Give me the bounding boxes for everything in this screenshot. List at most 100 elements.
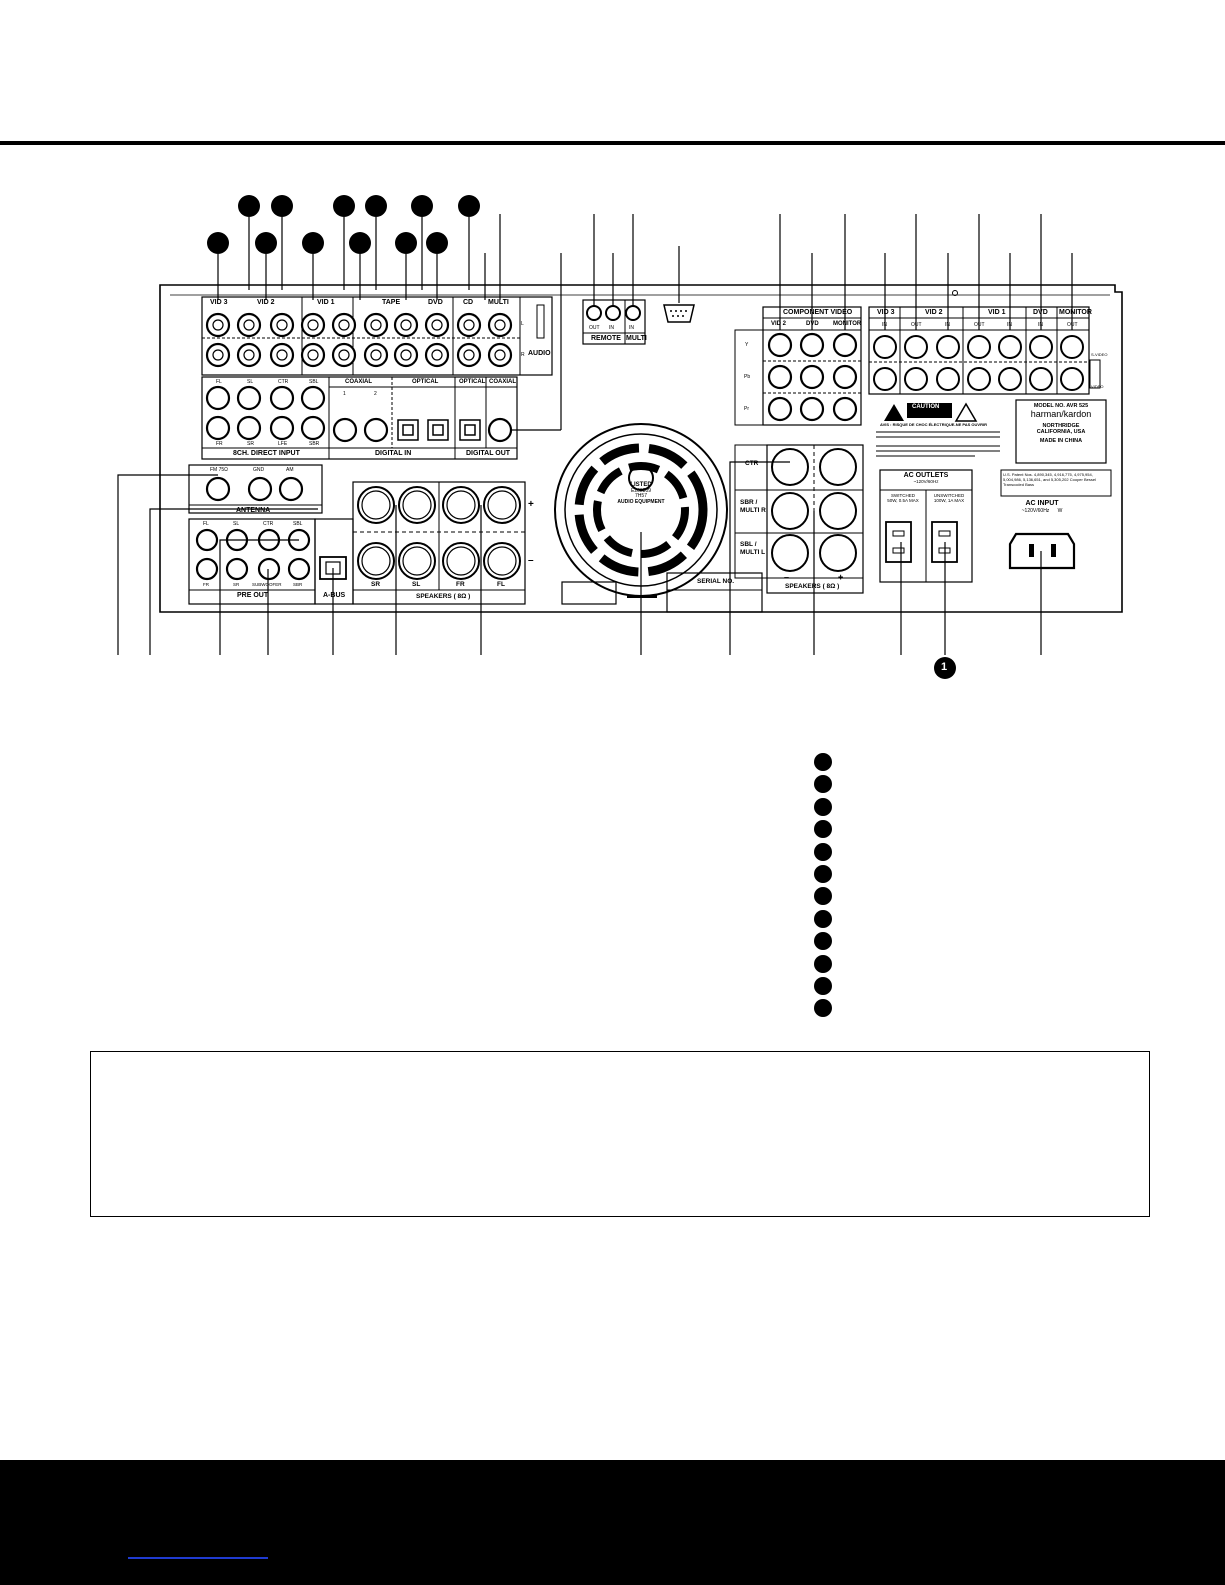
- video-io-0: IN: [882, 322, 887, 328]
- antenna-am: AM: [286, 467, 294, 473]
- preout-sbr: SBR: [293, 582, 303, 587]
- cv-pb: Pb: [744, 374, 751, 380]
- model-plate: MODEL NO. AVR 525 harman/kardon NORTHRID…: [1016, 403, 1106, 445]
- callout-legend: [814, 753, 832, 1022]
- callout-markers-top: [207, 195, 480, 254]
- video-io-5: IN: [1038, 322, 1043, 328]
- l-label: L: [521, 321, 524, 327]
- spk-sr: SR: [371, 581, 381, 588]
- svideo-label: S-VIDEO: [1091, 352, 1108, 357]
- video-monitor: MONITOR: [1059, 309, 1092, 316]
- spk-fr: FR: [456, 581, 465, 588]
- preout-subwoofer: SUBWOOFER: [252, 582, 282, 587]
- direct-sl: SL: [247, 379, 254, 385]
- video-dvd: DVD: [1033, 309, 1048, 316]
- remote-title: REMOTE: [591, 335, 621, 342]
- footer-link[interactable]: [128, 1557, 268, 1559]
- antenna-fm: FM 75Ω: [210, 467, 228, 473]
- preout-sr: SR: [233, 582, 240, 587]
- direct-fl: FL: [216, 379, 222, 385]
- ul-sub: 7H57: [635, 493, 647, 500]
- unswitched-text: UNSWITCHED: [933, 493, 965, 498]
- direct-sr: SR: [247, 441, 254, 447]
- audio-label-vid2: VID 2: [257, 299, 275, 306]
- callout-one: 1: [941, 661, 948, 673]
- remote-out: OUT: [589, 325, 600, 331]
- digital-in-title: DIGITAL IN: [375, 450, 412, 457]
- video-label: VIDEO: [1091, 384, 1104, 389]
- ac-input-title: AC INPUT: [1025, 500, 1059, 507]
- video-vid2: VID 2: [925, 309, 943, 316]
- video-io-1: OUT: [911, 322, 922, 328]
- legend-marker: [814, 999, 832, 1018]
- legend-marker: [814, 820, 832, 839]
- legend-marker: [814, 842, 832, 861]
- digital-in-coaxial: COAXIAL: [345, 379, 372, 385]
- switched-label: SWITCHED 50W, 0.5A MAX: [880, 493, 926, 504]
- model-made: MADE IN CHINA: [1039, 438, 1083, 445]
- note-box: [90, 1051, 1150, 1217]
- direct-sbl: SBL: [309, 379, 319, 385]
- legend-marker: [814, 887, 832, 906]
- video-io-2: IN: [945, 322, 950, 328]
- cv-vid2: VID 2: [771, 321, 787, 327]
- ac-outlets-header: AC OUTLETS ~120V/60Hz: [880, 472, 972, 485]
- cv-y: Y: [745, 342, 749, 348]
- coax-2: 2: [374, 391, 377, 397]
- spk-plus: +: [528, 499, 534, 510]
- switched-spec: 50W, 0.5A MAX: [887, 498, 919, 504]
- ul-num: E208809: [630, 487, 652, 494]
- legend-marker: [814, 909, 832, 928]
- unswitched-label: UNSWITCHED 100W, 1A MAX: [926, 493, 972, 504]
- spk-sbr: SBR / MULTI R: [740, 499, 766, 514]
- cv-pr: Pr: [744, 406, 749, 412]
- direct-input-title: 8CH. DIRECT INPUT: [233, 450, 300, 457]
- unswitched-spec: 100W, 1A MAX: [933, 498, 965, 504]
- audio-label-multi: MULTI: [488, 299, 509, 306]
- leader-lines-top: [217, 214, 1073, 431]
- caution-avis: AVIS : RISQUE DE CHOC ÉLECTRIQUE-NE PAS …: [880, 422, 987, 427]
- direct-ctr: CTR: [278, 379, 289, 385]
- antenna-title: ANTENNA: [236, 507, 271, 514]
- direct-sbr: SBR: [309, 441, 320, 447]
- coax-1: 1: [343, 391, 346, 397]
- legend-marker: [814, 864, 832, 883]
- preout-fr: FR: [203, 582, 209, 587]
- preout-title: PRE OUT: [237, 592, 269, 599]
- preout-ctr: CTR: [263, 521, 274, 527]
- legend-marker: [814, 753, 832, 771]
- digital-out-title: DIGITAL OUT: [466, 450, 511, 457]
- legend-marker: [814, 775, 832, 794]
- spk-minus: –: [528, 555, 534, 566]
- model-no: MODEL NO. AVR 525: [1033, 403, 1089, 409]
- direct-lfe: LFE: [278, 441, 288, 447]
- audio-group-labels: VID 3 VID 2 VID 1 TAPE DVD CD MULTI: [202, 299, 520, 309]
- footer-bar: [0, 1460, 1225, 1585]
- video-io-6: OUT: [1067, 322, 1078, 328]
- legend-marker: [814, 932, 832, 951]
- ul-listed: LISTED: [630, 482, 652, 488]
- digital-in-optical: OPTICAL: [412, 379, 439, 385]
- video-io-3: OUT: [974, 322, 985, 328]
- brand-logo: harman/kardon: [1030, 409, 1092, 420]
- cv-dvd: DVD: [806, 321, 819, 327]
- legend-marker: [814, 954, 832, 973]
- cv-monitor: MONITOR: [833, 321, 862, 327]
- component-video-title: COMPONENT VIDEO: [783, 309, 853, 316]
- multi-in: IN: [629, 325, 634, 331]
- ul-mark: LISTED E208809 7H57 AUDIO EQUIPMENT: [611, 482, 671, 505]
- audio-label-cd: CD: [463, 299, 474, 306]
- direct-fr: FR: [216, 441, 223, 447]
- digital-out-coaxial: COAXIAL: [489, 379, 516, 385]
- spk-fl: FL: [497, 581, 505, 588]
- patent-text: U.S. Patent Nos. 4,890,345, 4,916,775, 4…: [1003, 472, 1096, 488]
- r-label: R: [521, 352, 525, 358]
- audio-label-dvd: DVD: [428, 299, 443, 306]
- spk-ctr: CTR: [745, 460, 759, 467]
- model-state: CALIFORNIA, USA: [1036, 428, 1086, 435]
- video-vid3: VID 3: [877, 309, 895, 316]
- video-io-4: IN: [1007, 322, 1012, 328]
- header-rule: [0, 141, 1225, 145]
- spk-sbl: SBL / MULTI L: [740, 541, 766, 556]
- legend-marker: [814, 797, 832, 816]
